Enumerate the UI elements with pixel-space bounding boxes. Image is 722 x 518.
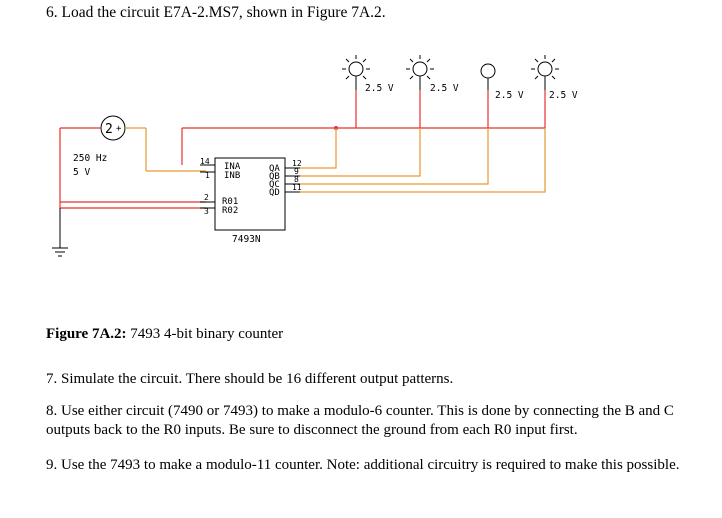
lamp-1-label: 2.5 V [365, 83, 394, 94]
pin-12: 12 [292, 159, 302, 168]
ic-input-r01: R01 [222, 197, 238, 207]
ic-output-qc: QC [269, 180, 280, 190]
ic-output-qb: QB [269, 172, 280, 182]
lamp-2 [406, 55, 434, 90]
lamp-3-label: 2.5 V [495, 90, 524, 101]
pin-1: 1 [205, 171, 210, 180]
ic-7493-body [214, 157, 286, 231]
ic-input-ina: INA [224, 162, 241, 172]
pin-14: 14 [200, 157, 210, 166]
ic-input-inb: INB [224, 171, 240, 181]
pin-11: 11 [292, 183, 302, 192]
pin-3: 3 [204, 207, 209, 216]
lamp-leads [355, 90, 546, 128]
ic-output-qd: QD [269, 188, 280, 198]
circuit-diagram: 2.5 V 2.5 V 2.5 V 2.5 V 2 + 250 Hz 5 V [52, 55, 578, 257]
lamp-1 [342, 55, 370, 90]
lamp-3 [480, 63, 496, 90]
source-symbol: 2 [105, 122, 113, 137]
source-polarity: + [116, 124, 122, 134]
source-voltage: 5 V [73, 167, 90, 178]
ic-part-label: 7493N [232, 234, 261, 245]
power-bus [59, 127, 545, 209]
step-9-instruction: 9. Use the 7493 to make a modulo-11 coun… [46, 457, 680, 473]
lamp-4-label: 2.5 V [549, 90, 578, 101]
lamp-2-label: 2.5 V [430, 83, 459, 94]
ic-output-qa: QA [269, 164, 280, 174]
figure-caption: Figure 7A.2: 7493 4-bit binary counter [46, 326, 283, 343]
ic-input-r02: R02 [222, 206, 238, 216]
pin-8: 8 [294, 175, 299, 184]
pin-9: 9 [294, 167, 299, 176]
clock-source: 2 + [100, 115, 126, 141]
source-frequency: 250 Hz [73, 153, 107, 164]
step-8-instruction: 8. Use either circuit (7490 or 7493) to … [46, 403, 674, 438]
lamp-4 [531, 55, 559, 90]
step-6-instruction: 6. Load the circuit E7A-2.MS7, shown in … [46, 4, 386, 21]
clock-wire [125, 127, 206, 172]
figure-caption-label: Figure 7A.2: [46, 326, 127, 342]
output-wires [300, 128, 546, 193]
figure-caption-text: 7493 4-bit binary counter [126, 326, 284, 342]
pin-2: 2 [204, 193, 209, 202]
step-7-instruction: 7. Simulate the circuit. There should be… [46, 371, 454, 387]
ground-symbol [52, 208, 68, 257]
